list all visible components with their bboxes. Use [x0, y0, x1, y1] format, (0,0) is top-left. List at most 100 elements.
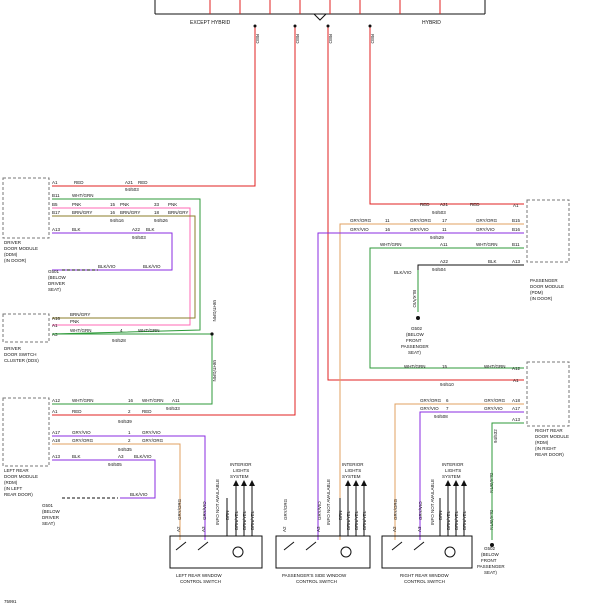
lrdm-n2b: 2 — [128, 438, 131, 443]
lrdm-name-4: (IN LEFT — [4, 486, 23, 491]
pdm-conn-503: 94/503 — [432, 210, 446, 215]
left-brnyel: BRN/YEL — [234, 510, 239, 530]
pass-switch-a2: A2 — [282, 526, 287, 532]
pdm-name-2: DOOR MODULE — [530, 284, 564, 289]
lrdm-gryvio-2: GRY/VIO — [142, 430, 161, 435]
pass-switch-gryorg: GRY/ORG — [283, 498, 288, 520]
right-brnyel: BRN/YEL — [446, 510, 451, 530]
ddm-pin-b5: B5 — [52, 202, 58, 207]
left-lights-1: INTERIOR — [230, 462, 252, 467]
pdm-n11: 11 — [385, 218, 390, 223]
ddm-pin-a13: A13 — [52, 227, 61, 232]
dscs-whtgrn: WHT/GRN — [70, 328, 92, 333]
ddm-conn-516: 94/516 — [110, 218, 124, 223]
pdm-pin-a13: A13 — [512, 259, 521, 264]
dscs-conn-528: 94/528 — [112, 338, 126, 343]
pdm-gryorg-2: GRY/ORG — [410, 218, 432, 223]
left-switch-a3: A3 — [201, 526, 206, 532]
ddm-pin-b17: B17 — [52, 210, 61, 215]
lrdm-blkvio: BLK/VIO — [134, 454, 152, 459]
g501b-3: DRIVER — [42, 515, 60, 520]
pdm-a22: A22 — [440, 259, 449, 264]
wire-label-red-1: RED — [255, 34, 260, 44]
rrdm-conn-510: 94/510 — [440, 382, 454, 387]
lrdm-pin-a18: A18 — [52, 438, 61, 443]
left-switch-gryvio: GRY/VIO — [202, 501, 207, 520]
left-switch-info: INFO NOT AVAILABLE — [215, 479, 220, 525]
lrdm-blkvio-2: BLK/VIO — [130, 492, 148, 497]
right-brnyel-3: BRN/YEL — [462, 510, 467, 530]
rrdm-gryorg: GRY/ORG — [420, 398, 442, 403]
pdm-gryvio-3: GRY/VIO — [476, 227, 495, 232]
rrdm-n15: 15 — [442, 364, 448, 369]
pass-lights-2: LIGHTS — [345, 468, 361, 473]
left-switch-name-1: LEFT REAR WINDOW — [176, 573, 222, 578]
pass-switch-info: INFO NOT AVAILABLE — [326, 479, 331, 525]
lrdm-pin-a13: A13 — [52, 454, 61, 459]
whtgrn-vert-2: WHT/GRN — [212, 360, 217, 382]
ddm-name-2: DOOR MODULE — [4, 246, 38, 251]
g501a-4: SEAT) — [48, 287, 61, 292]
dscs-whtgrn-2: WHT/GRN — [138, 328, 160, 333]
dscs-pin-a6: A16 — [52, 316, 61, 321]
pass-brnyel-3: BRN/YEL — [362, 510, 367, 530]
left-lights-2: LIGHTS — [233, 468, 249, 473]
right-switch-name-2: CONTROL SWITCH — [404, 579, 445, 584]
rrdm-gryvio-2: GRY/VIO — [484, 406, 503, 411]
ddm-n18: 18 — [154, 210, 160, 215]
rrdm-whtgrn: WHT/GRN — [404, 364, 426, 369]
rrdm-name-3: (RDM) — [535, 440, 549, 445]
dscs-name-1: DRIVER — [4, 346, 22, 351]
lrdm-name-3: (RDM) — [4, 480, 18, 485]
g502a-3: FRONT — [406, 338, 422, 343]
pass-brnyel-2: BRN/YEL — [354, 510, 359, 530]
pdm-blkvio-v: BLK/VIO — [412, 290, 417, 308]
g501b-4: SEAT) — [42, 521, 55, 526]
g502b-3: FRONT — [481, 558, 497, 563]
dscs-pin-a1: A1 — [52, 323, 58, 328]
top-bus: EXCEPT HYBRID HYBRID — [154, 0, 486, 26]
rrdm-pin-a13: A13 — [512, 417, 521, 422]
pdm-pin-a1: A1 — [513, 203, 519, 208]
diagram-code: 75991 — [4, 599, 17, 604]
rrdm-conn-508: 94/508 — [434, 414, 448, 419]
right-brn: BRN — [438, 510, 443, 520]
right-switch-gryvio: GRY/VIO — [418, 501, 423, 520]
rrdm-name-1: RIGHT REAR — [535, 428, 563, 433]
wire-label-red-4: RED — [370, 34, 375, 44]
lrdm-pin-a12: A12 — [52, 398, 61, 403]
rrdm-name-5: REAR DOOR) — [535, 452, 564, 457]
driver-door-module: DRIVER DOOR MODULE (DDM) (IN DOOR) A1 B1… — [2, 177, 148, 263]
lrdm-gryorg: GRY/ORG — [72, 438, 94, 443]
pdm-conn-529: 94/529 — [430, 235, 444, 240]
pass-brnyel: BRN/YEL — [346, 510, 351, 530]
left-rear-window-switch: LEFT REAR WINDOW CONTROL SWITCH A2 A3 GR… — [169, 462, 263, 584]
right-rear-window-switch: RIGHT REAR WINDOW CONTROL SWITCH A2 A3 G… — [381, 462, 473, 584]
hybrid-label: HYBRID — [422, 20, 441, 26]
lrdm-red-2: RED — [142, 409, 152, 414]
ddm-n16: 16 — [110, 210, 116, 215]
lrdm-whtgrn: WHT/GRN — [72, 398, 94, 403]
pdm-a21: A21 — [440, 202, 449, 207]
ddm-a21: A21 — [125, 180, 134, 185]
pdm-name-1: PASSENGER — [530, 278, 558, 283]
ddm-blk: BLK — [72, 227, 81, 232]
g502b-1: G502 — [484, 546, 496, 551]
lrdm-whtgrn-2: WHT/GRN — [142, 398, 164, 403]
dscs-pnk: PNK — [70, 319, 79, 324]
right-lights-1: INTERIOR — [442, 462, 464, 467]
dscs-brngry: BRN/GRY — [70, 312, 90, 317]
lrdm-conn-539: 94/539 — [118, 419, 132, 424]
left-switch-name-2: CONTROL SWITCH — [180, 579, 221, 584]
pdm-pin-b16: B16 — [512, 227, 521, 232]
dscs-name-2: DOOR SWITCH — [4, 352, 37, 357]
pdm-name-3: (PDM) — [530, 290, 543, 295]
dscs-name-3: CLUSTER (DDS) — [4, 358, 39, 363]
ddm-red-label: RED — [74, 180, 84, 185]
rrdm-gryorg-2: GRY/ORG — [484, 398, 506, 403]
right-switch-a2: A2 — [392, 526, 397, 532]
right-switch-gryorg: GRY/ORG — [393, 498, 398, 520]
lrdm-name-5: REAR DOOR) — [4, 492, 33, 497]
pdm-whtgrn-2: WHT/GRN — [476, 242, 498, 247]
